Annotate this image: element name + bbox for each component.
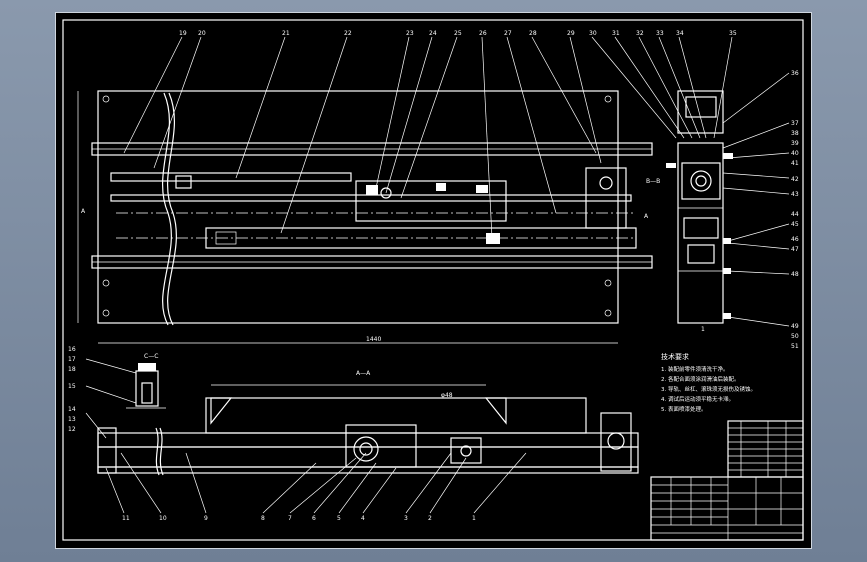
section-view-aa: A—A φ48 <box>97 370 639 476</box>
callout-37: 37 <box>791 120 799 127</box>
callout-47: 47 <box>791 246 799 253</box>
marker-a-left: A <box>81 208 86 215</box>
callout-11: 11 <box>122 515 130 522</box>
callout-25: 25 <box>454 30 462 37</box>
drawing-frame <box>62 19 804 541</box>
callout-23: 23 <box>406 30 414 37</box>
section-label-c: C—C <box>144 353 158 360</box>
callout-8: 8 <box>261 515 265 522</box>
callout-35: 35 <box>729 30 737 37</box>
svg-text:1: 1 <box>701 326 705 333</box>
callout-34: 34 <box>676 30 684 37</box>
top-callouts: 19 20 21 22 23 24 25 26 27 28 29 30 31 3… <box>123 30 737 239</box>
callout-39: 39 <box>791 140 799 147</box>
drawing-canvas: 1440 A A B—B 19 20 21 22 23 24 25 26 27 … <box>62 19 804 541</box>
callout-44: 44 <box>791 211 799 218</box>
callout-3: 3 <box>404 515 408 522</box>
svg-text:1440: 1440 <box>366 336 381 343</box>
callout-49: 49 <box>791 323 799 330</box>
callout-30: 30 <box>589 30 597 37</box>
callout-9: 9 <box>204 515 208 522</box>
callout-48: 48 <box>791 271 799 278</box>
section-label-a: A—A <box>356 370 371 377</box>
detail-view: C—C 16 17 18 15 14 13 12 <box>68 346 166 439</box>
callout-20: 20 <box>198 30 206 37</box>
top-assembly-view: 1440 A A B—B <box>77 90 660 344</box>
callout-12: 12 <box>68 426 76 433</box>
section-label-b: B—B <box>646 178 660 185</box>
note-1: 1. 装配前零件须清洗干净。 <box>661 365 729 373</box>
callout-7: 7 <box>288 515 292 522</box>
callout-46: 46 <box>791 236 799 243</box>
side-column <box>677 142 724 324</box>
end-bracket <box>585 167 627 229</box>
note-4: 4. 调试后运动须平稳无卡滞。 <box>661 395 734 403</box>
right-callouts: 36 37 38 39 40 41 42 43 44 45 46 47 48 4… <box>722 70 799 350</box>
callout-19: 19 <box>179 30 187 37</box>
callout-32: 32 <box>636 30 644 37</box>
title-block <box>650 476 804 541</box>
callout-50: 50 <box>791 333 799 340</box>
callout-45: 45 <box>791 221 799 228</box>
callout-31: 31 <box>612 30 620 37</box>
note-5: 5. 表面喷漆处理。 <box>661 405 707 413</box>
callout-4: 4 <box>361 515 365 522</box>
callout-17: 17 <box>68 356 76 363</box>
callout-18: 18 <box>68 366 76 373</box>
note-3: 3. 导轨、丝杠、滚珠须无损伤及锈蚀。 <box>661 385 756 393</box>
callout-41: 41 <box>791 160 799 167</box>
note-2: 2. 各配合面须涂润滑油后装配。 <box>661 375 740 383</box>
callout-43: 43 <box>791 191 799 198</box>
callout-28: 28 <box>529 30 537 37</box>
base-plate <box>97 90 619 324</box>
drawing-sheet: 1440 A A B—B 19 20 21 22 23 24 25 26 27 … <box>55 12 812 549</box>
technical-notes: 技术要求 1. 装配前零件须清洗干净。 2. 各配合面须涂润滑油后装配。 3. … <box>661 352 756 413</box>
callout-51: 51 <box>791 343 799 350</box>
callout-36: 36 <box>791 70 799 77</box>
parts-list <box>727 420 804 478</box>
callout-22: 22 <box>344 30 352 37</box>
callout-27: 27 <box>504 30 512 37</box>
callout-42: 42 <box>791 176 799 183</box>
callout-38: 38 <box>791 130 799 137</box>
callout-1: 1 <box>472 515 476 522</box>
callout-5: 5 <box>337 515 341 522</box>
marker-a-right: A <box>644 213 649 220</box>
callout-10: 10 <box>159 515 167 522</box>
callout-13: 13 <box>68 416 76 423</box>
callout-24: 24 <box>429 30 437 37</box>
callout-15: 15 <box>68 383 76 390</box>
callout-26: 26 <box>479 30 487 37</box>
callout-29: 29 <box>567 30 575 37</box>
svg-text:φ48: φ48 <box>441 392 453 399</box>
callout-33: 33 <box>656 30 664 37</box>
side-view: 1 <box>666 90 733 333</box>
callout-14: 14 <box>68 406 76 413</box>
callout-21: 21 <box>282 30 290 37</box>
callout-40: 40 <box>791 150 799 157</box>
notes-heading: 技术要求 <box>661 352 689 361</box>
callout-2: 2 <box>428 515 432 522</box>
callout-6: 6 <box>312 515 316 522</box>
callout-16-a: 16 <box>68 346 76 353</box>
bottom-callouts: 11 10 9 8 7 6 5 4 3 2 1 <box>105 452 527 522</box>
carriage <box>355 180 507 222</box>
